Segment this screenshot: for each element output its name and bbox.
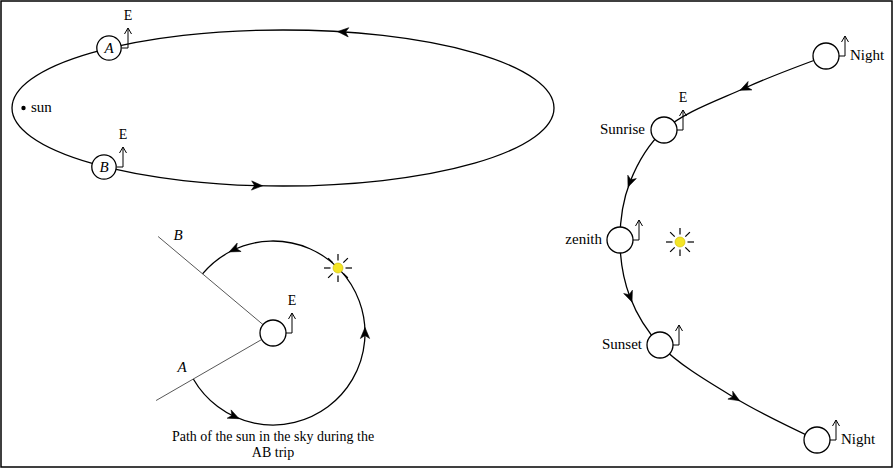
direction-label: E xyxy=(288,293,297,309)
body-circle: B xyxy=(91,154,117,180)
east-arrow xyxy=(839,36,845,56)
sun-ray xyxy=(337,254,338,261)
east-arrow xyxy=(830,420,836,440)
direction-line xyxy=(158,237,263,325)
path-arrows xyxy=(227,243,369,419)
east-arrow xyxy=(286,313,292,333)
earth-circle xyxy=(607,227,633,253)
sun-ray xyxy=(679,228,680,235)
arrowhead xyxy=(628,175,637,187)
sun-ray xyxy=(328,273,333,278)
time-label: zenith xyxy=(565,231,602,248)
body-circle: A xyxy=(96,35,122,61)
point-label: A xyxy=(177,359,186,376)
direction-label: E xyxy=(679,90,688,106)
sun-ray xyxy=(343,258,348,263)
east-arrow xyxy=(677,110,683,130)
sun-symbol xyxy=(333,263,343,273)
sun-ray xyxy=(685,247,690,252)
time-label: Sunset xyxy=(602,336,642,353)
time-label: Sunrise xyxy=(600,121,645,138)
arrowhead xyxy=(676,325,683,331)
point-label: B xyxy=(173,227,182,244)
arrowhead xyxy=(842,36,849,42)
body-label: sun xyxy=(31,99,52,116)
orbit-arrows xyxy=(251,28,348,190)
arrowhead xyxy=(338,28,349,37)
sun-ray xyxy=(679,250,680,257)
east-arrow xyxy=(117,147,123,167)
arrowhead xyxy=(360,328,369,339)
circle-outline xyxy=(97,36,121,60)
earth-circle xyxy=(804,427,830,453)
arrowhead xyxy=(680,110,687,116)
sun-symbols xyxy=(324,228,694,282)
arrowhead xyxy=(125,28,132,34)
direction-label: E xyxy=(119,127,128,143)
sun-dot xyxy=(21,106,25,110)
arrowhead xyxy=(728,391,740,401)
circle-outline xyxy=(92,155,116,179)
day-path xyxy=(620,56,826,440)
sun-ray xyxy=(324,267,331,268)
sun-ray xyxy=(685,232,690,237)
east-arrow xyxy=(122,28,128,48)
arrowhead xyxy=(229,243,241,252)
arrowhead xyxy=(636,220,643,226)
sun-ray xyxy=(343,273,348,278)
arrowhead xyxy=(227,410,239,419)
arrowhead xyxy=(740,82,752,91)
sun-ray xyxy=(688,241,695,242)
sun-ray xyxy=(337,276,338,283)
arrowhead xyxy=(120,147,127,153)
earth-circle xyxy=(260,320,286,346)
direction-label: E xyxy=(124,8,133,24)
sun-symbol xyxy=(675,237,685,247)
east-arrow xyxy=(673,325,679,345)
sun-ray xyxy=(670,247,675,252)
east-arrowheads xyxy=(120,28,849,426)
arrowhead xyxy=(833,420,840,426)
day-path-line xyxy=(620,56,826,440)
arrowhead xyxy=(289,313,296,319)
east-arrow xyxy=(633,220,639,240)
sun-path xyxy=(193,241,365,425)
caption: Path of the sun in the sky during the AB… xyxy=(163,429,383,461)
earth-circle xyxy=(647,332,673,358)
time-label: Night xyxy=(841,431,875,448)
point-label: B xyxy=(99,159,108,176)
earth-circle xyxy=(813,43,839,69)
direction-line xyxy=(156,340,262,401)
time-label: Night xyxy=(850,47,884,64)
arrowhead xyxy=(624,290,633,302)
sun-ray xyxy=(666,241,673,242)
arrowhead xyxy=(251,181,262,190)
orbit xyxy=(12,30,554,186)
point-label: A xyxy=(104,40,113,57)
sun-ray xyxy=(346,267,353,268)
sun-ray xyxy=(670,232,675,237)
sun-ray xyxy=(328,258,333,263)
earth-circle xyxy=(651,117,677,143)
